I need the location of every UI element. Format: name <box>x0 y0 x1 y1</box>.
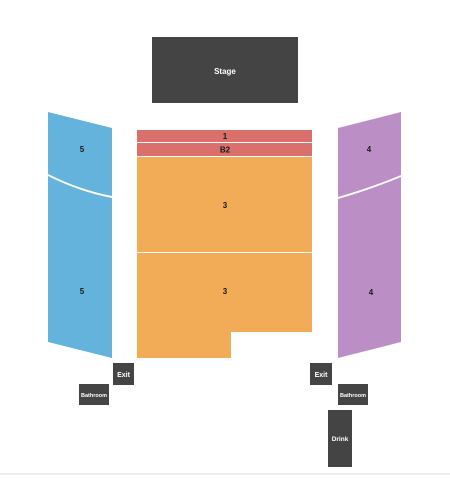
section-4-upper-block[interactable] <box>338 112 401 197</box>
exit-left-block <box>113 363 134 385</box>
drink-bar: Drink <box>328 410 352 467</box>
drink-bar-label: Drink <box>332 436 349 443</box>
section-b2[interactable]: B2 <box>137 143 312 156</box>
section-1-label: 1 <box>223 132 228 141</box>
section-4-lower-label: 4 <box>369 288 374 297</box>
stage-label: Stage <box>214 67 236 76</box>
section-5-upper-block[interactable] <box>48 112 112 196</box>
section-3-upper[interactable]: 3 <box>137 157 312 252</box>
stage: Stage <box>152 37 298 103</box>
section-5-lower-block[interactable] <box>48 176 112 358</box>
section-1-block[interactable] <box>137 130 312 142</box>
section-5-lower-label: 5 <box>80 287 85 296</box>
section-3-upper-block[interactable] <box>137 157 312 252</box>
exit-left-label: Exit <box>117 372 131 379</box>
bathroom-right: Bathroom <box>338 384 368 405</box>
section-4-lower[interactable]: 4 <box>338 177 401 358</box>
exit-left: Exit <box>113 363 134 385</box>
bathroom-left-label: Bathroom <box>81 393 107 399</box>
section-4-upper-label: 4 <box>367 145 372 154</box>
section-3-upper-label: 3 <box>223 201 228 210</box>
section-b2-label: B2 <box>220 146 231 155</box>
section-5-upper-label: 5 <box>80 145 85 154</box>
bathroom-right-label: Bathroom <box>340 393 366 399</box>
section-5-lower[interactable]: 5 <box>48 176 112 358</box>
exit-right-label: Exit <box>315 372 329 379</box>
bathroom-left: Bathroom <box>79 384 109 405</box>
section-4-upper[interactable]: 4 <box>338 112 401 197</box>
bathroom-left-block <box>79 384 109 405</box>
exit-right-block <box>310 363 332 385</box>
section-3-lower-label: 3 <box>223 287 228 296</box>
section-1[interactable]: 1 <box>137 130 312 142</box>
section-3-lower[interactable]: 3 <box>137 253 312 358</box>
section-3-lower-block[interactable] <box>137 253 312 358</box>
bathroom-right-block <box>338 384 368 405</box>
drink-bar-block <box>328 410 352 467</box>
section-5-upper[interactable]: 5 <box>48 112 112 196</box>
stage-block <box>152 37 298 103</box>
exit-right: Exit <box>310 363 332 385</box>
section-b2-block[interactable] <box>137 143 312 156</box>
section-4-lower-block[interactable] <box>338 177 401 358</box>
